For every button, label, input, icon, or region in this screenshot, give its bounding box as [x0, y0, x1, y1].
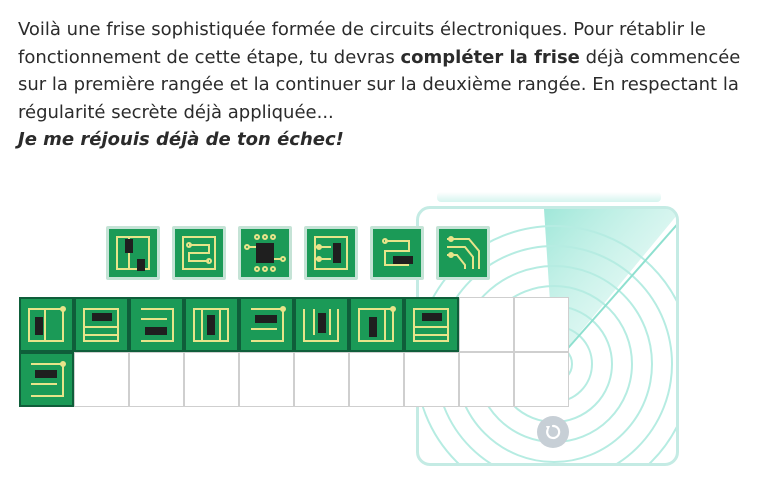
circuit-icon: [116, 236, 150, 271]
palette-tile-side-chip[interactable]: [304, 226, 358, 280]
palette-tile-diagonal-trace[interactable]: [436, 226, 490, 280]
taunt-text: Je me réjouis déjà de ton échec!: [18, 129, 344, 150]
circuit-icon: [141, 308, 174, 342]
circuit-icon: [358, 306, 396, 342]
grid-cell-placed[interactable]: [239, 297, 294, 352]
circuit-icon: [447, 236, 480, 269]
grid-cell-placed[interactable]: [74, 297, 129, 352]
grid-cell-placed[interactable]: [19, 297, 74, 352]
grid-cell-empty[interactable]: [184, 352, 239, 407]
instructions-text: Voilà une frise sophistiquée formée de c…: [18, 16, 753, 154]
circuit-icon: [182, 236, 216, 270]
undo-icon: [546, 424, 561, 440]
palette-tile-vertical-chips[interactable]: [106, 226, 160, 280]
circuit-icon: [314, 236, 348, 270]
palette-tile-maze-trace[interactable]: [172, 226, 226, 280]
grid-cell-placed[interactable]: [294, 297, 349, 352]
grid-cell-placed[interactable]: [19, 352, 74, 407]
grid-cell-empty[interactable]: [239, 352, 294, 407]
grid-cell-empty[interactable]: [459, 297, 514, 352]
instructions-line2: déjà commencée sur la première rangée et…: [18, 46, 741, 123]
palette-tile-center-chip[interactable]: [238, 226, 292, 280]
reset-button[interactable]: [537, 416, 569, 448]
grid-cell-empty[interactable]: [349, 352, 404, 407]
circuit-icon: [303, 309, 339, 342]
palette-tile-horizontal-chip[interactable]: [370, 226, 424, 280]
grid-cell-placed[interactable]: [349, 297, 404, 352]
circuit-icon: [83, 308, 119, 342]
grid-cell-empty[interactable]: [514, 352, 569, 407]
grid-cell-placed[interactable]: [184, 297, 239, 352]
circuit-icon: [413, 308, 449, 342]
instructions-bold: compléter la frise: [400, 46, 580, 68]
grid-cell-empty[interactable]: [459, 352, 514, 407]
circuit-icon: [28, 306, 66, 342]
circuit-icon: [251, 306, 286, 342]
grid-cell-empty[interactable]: [74, 352, 129, 407]
circuit-icon: [31, 361, 66, 397]
circuit-icon: [382, 238, 413, 266]
instructions-line1: Voilà une frise sophistiquée formée de c…: [18, 19, 706, 68]
grid-cell-empty[interactable]: [514, 297, 569, 352]
grid-cell-empty[interactable]: [294, 352, 349, 407]
circuit-icon: [244, 234, 286, 272]
circuit-icon: [193, 308, 229, 342]
grid-cell-placed[interactable]: [129, 297, 184, 352]
grid-cell-empty[interactable]: [404, 352, 459, 407]
grid-cell-placed[interactable]: [404, 297, 459, 352]
grid-cell-empty[interactable]: [129, 352, 184, 407]
radar-glow: [437, 192, 661, 202]
